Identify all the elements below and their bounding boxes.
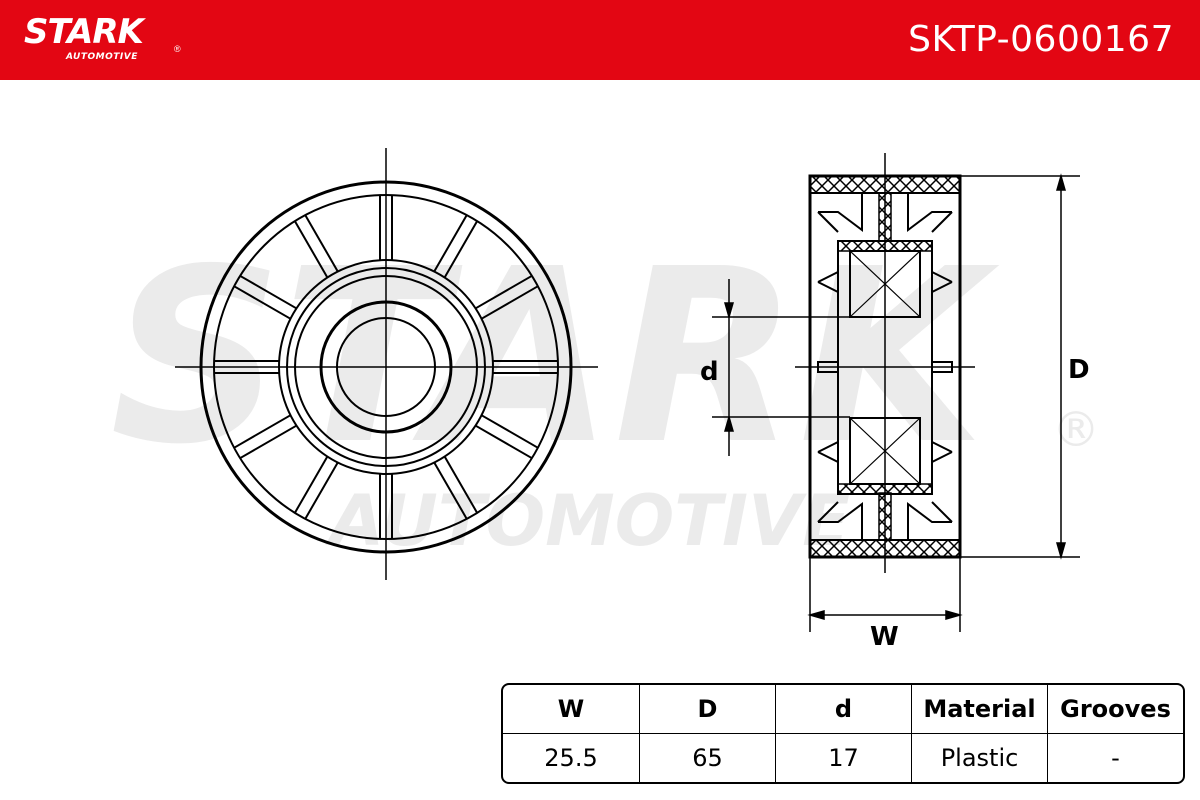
specs-table: W D d Material Grooves 25.5 65 17 Plasti… xyxy=(501,683,1185,784)
dimension-W-label: W xyxy=(870,622,899,652)
front-view-spokes xyxy=(214,195,558,539)
front-view xyxy=(175,148,598,580)
section-centerlines xyxy=(795,153,975,573)
header-bar: STARK ® AUTOMOTIVE SKTP-0600167 xyxy=(0,0,1200,80)
specs-header-cell: Grooves xyxy=(1047,685,1183,734)
specs-header-cell: D xyxy=(639,685,775,734)
logo-subtitle: AUTOMOTIVE xyxy=(66,52,138,62)
specs-value-cell: 65 xyxy=(639,734,775,782)
specs-header-cell: d xyxy=(775,685,911,734)
dimension-d xyxy=(712,279,850,456)
specs-header-cell: W xyxy=(503,685,639,734)
specs-header-row: W D d Material Grooves xyxy=(503,685,1183,734)
specs-value-cell: 17 xyxy=(775,734,911,782)
dimension-d-label: d xyxy=(700,357,719,387)
logo-registered-mark: ® xyxy=(174,44,181,54)
specs-value-cell: 25.5 xyxy=(544,744,598,772)
watermark-subtitle: AUTOMOTIVE xyxy=(325,480,850,562)
watermark: STARK AUTOMOTIVE ® xyxy=(110,217,1100,562)
specs-value-row: 25.5 65 17 Plastic - xyxy=(503,734,1183,782)
dimension-D-label: D xyxy=(1068,355,1090,385)
dimension-W xyxy=(807,557,963,632)
section-view xyxy=(795,153,975,573)
dimension-D xyxy=(960,173,1080,560)
watermark-brand: STARK xyxy=(110,217,999,497)
specs-value-cell: - xyxy=(1047,734,1183,782)
specs-value-cell: Plastic xyxy=(911,734,1047,782)
specs-header-cell: Material xyxy=(911,685,1047,734)
front-view-centerlines xyxy=(175,148,598,580)
technical-drawing: STARK AUTOMOTIVE ® xyxy=(110,148,1100,652)
part-number: SKTP-0600167 xyxy=(908,19,1174,60)
watermark-registered-mark: ® xyxy=(1052,402,1100,458)
logo-brand: STARK xyxy=(24,12,144,52)
stark-logo: STARK ® AUTOMOTIVE xyxy=(24,12,181,62)
